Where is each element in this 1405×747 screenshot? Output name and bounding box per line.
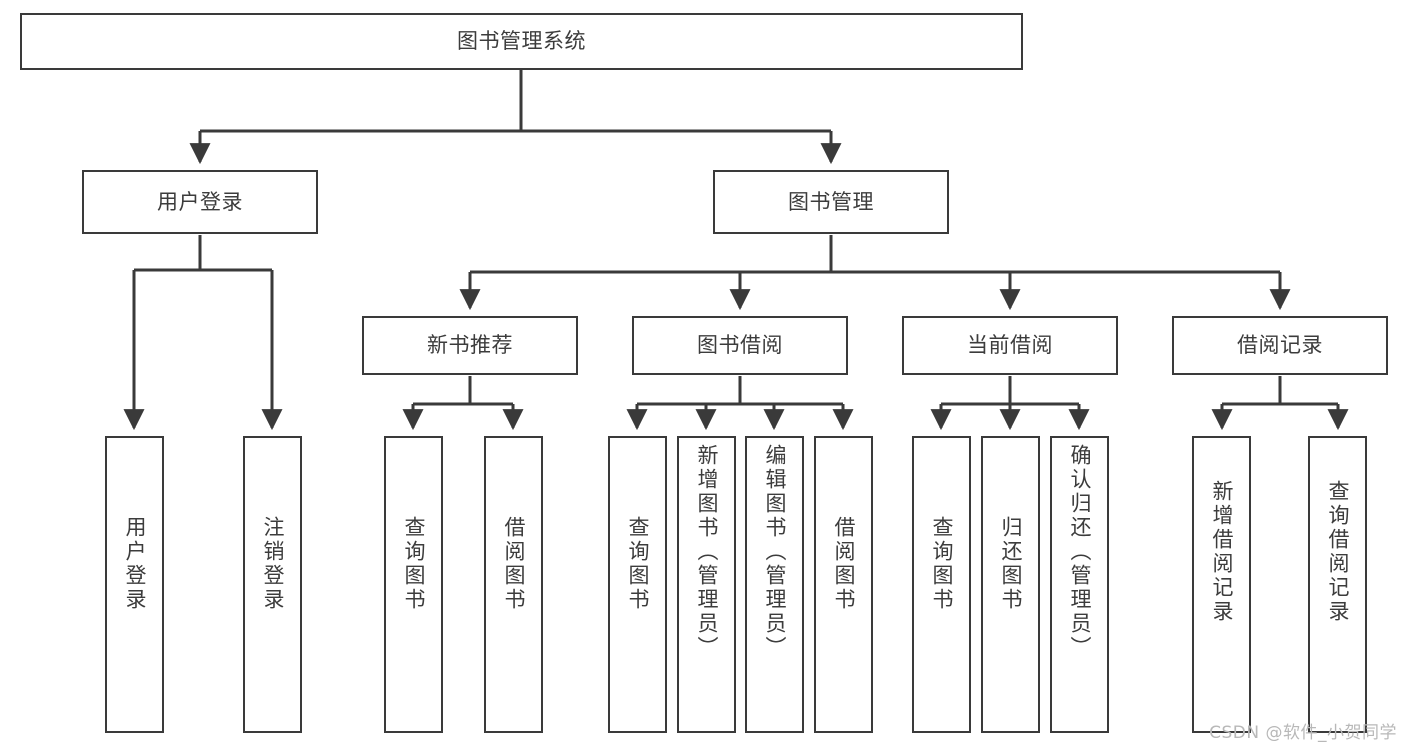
node-user-login-label: 用户登录: [157, 189, 243, 214]
node-borrow-record[interactable]: 借阅记录: [1172, 316, 1388, 375]
node-book-borrow-label: 图书借阅: [697, 333, 783, 358]
node-book-borrow[interactable]: 图书借阅: [632, 316, 848, 375]
node-current-borrow-label: 当前借阅: [967, 333, 1053, 358]
node-leaf-return-book-label: 归还图书: [999, 516, 1023, 612]
node-book-manage[interactable]: 图书管理: [713, 170, 949, 234]
node-leaf-query-book-3-label: 查询图书: [930, 516, 954, 612]
node-leaf-borrow-book-1[interactable]: 借阅图书: [484, 436, 543, 733]
node-leaf-query-book-2-label: 查询图书: [626, 516, 650, 612]
node-leaf-user-login-label: 用户登录: [123, 516, 147, 612]
node-leaf-query-record-label: 查询借阅记录: [1326, 480, 1350, 624]
node-root[interactable]: 图书管理系统: [20, 13, 1023, 70]
node-leaf-borrow-book-2-label: 借阅图书: [832, 516, 856, 612]
node-leaf-user-logout-label: 注销登录: [261, 516, 285, 612]
watermark-text: CSDN @软件_小贺同学: [1209, 723, 1397, 743]
node-leaf-query-book-2[interactable]: 查询图书: [608, 436, 667, 733]
node-book-manage-label: 图书管理: [788, 189, 874, 214]
node-leaf-add-book-label: 新增图书（管理员）: [695, 444, 719, 660]
node-leaf-confirm-return[interactable]: 确认归还（管理员）: [1050, 436, 1109, 733]
node-leaf-add-record[interactable]: 新增借阅记录: [1192, 436, 1251, 733]
node-leaf-query-record[interactable]: 查询借阅记录: [1308, 436, 1367, 733]
node-new-book-recommend-label: 新书推荐: [427, 333, 513, 358]
node-leaf-add-book[interactable]: 新增图书（管理员）: [677, 436, 736, 733]
node-borrow-record-label: 借阅记录: [1237, 333, 1323, 358]
node-leaf-edit-book-label: 编辑图书（管理员）: [763, 444, 787, 660]
node-leaf-query-book-3[interactable]: 查询图书: [912, 436, 971, 733]
node-leaf-add-record-label: 新增借阅记录: [1210, 480, 1234, 624]
node-leaf-edit-book[interactable]: 编辑图书（管理员）: [745, 436, 804, 733]
node-user-login[interactable]: 用户登录: [82, 170, 318, 234]
node-leaf-borrow-book-1-label: 借阅图书: [502, 516, 526, 612]
node-leaf-confirm-return-label: 确认归还（管理员）: [1068, 444, 1092, 660]
node-leaf-query-book-1-label: 查询图书: [402, 516, 426, 612]
node-leaf-user-login[interactable]: 用户登录: [105, 436, 164, 733]
node-current-borrow[interactable]: 当前借阅: [902, 316, 1118, 375]
node-new-book-recommend[interactable]: 新书推荐: [362, 316, 578, 375]
node-leaf-return-book[interactable]: 归还图书: [981, 436, 1040, 733]
node-leaf-query-book-1[interactable]: 查询图书: [384, 436, 443, 733]
node-leaf-user-logout[interactable]: 注销登录: [243, 436, 302, 733]
node-root-label: 图书管理系统: [457, 29, 586, 54]
node-leaf-borrow-book-2[interactable]: 借阅图书: [814, 436, 873, 733]
